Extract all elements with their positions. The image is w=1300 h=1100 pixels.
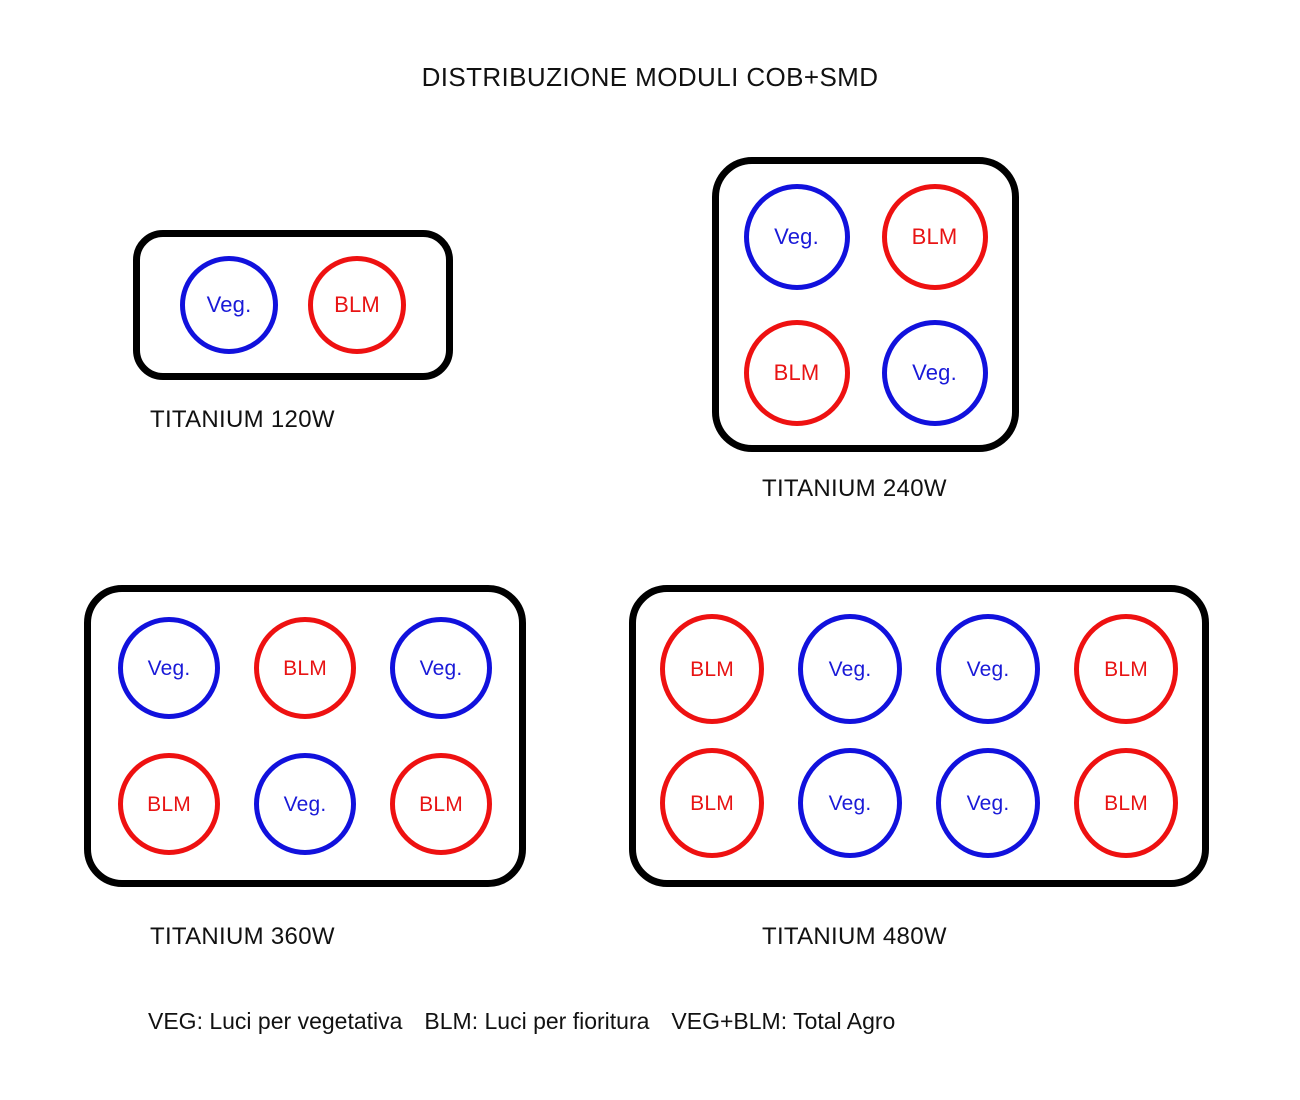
module-blm[interactable]: BLM: [1074, 614, 1178, 724]
module-blm[interactable]: BLM: [118, 753, 220, 855]
panel-titanium-120w: Veg. BLM TITANIUM 120W: [133, 230, 453, 433]
module-veg[interactable]: Veg.: [936, 614, 1040, 724]
module-blm[interactable]: BLM: [660, 614, 764, 724]
module-label: BLM: [773, 359, 820, 385]
module-label: BLM: [690, 791, 734, 815]
module-veg[interactable]: Veg.: [180, 256, 278, 354]
panel-caption-240w: TITANIUM 240W: [762, 475, 947, 502]
module-label: Veg.: [283, 792, 327, 816]
module-grid-240w: Veg. BLM BLM Veg.: [738, 178, 994, 432]
board-outline-240w: Veg. BLM BLM Veg.: [712, 157, 1019, 452]
module-veg[interactable]: Veg.: [390, 617, 492, 719]
legend-entry-total-agro: VEG+BLM: Total Agro: [671, 1008, 896, 1034]
module-veg[interactable]: Veg.: [936, 748, 1040, 858]
board-outline-480w: BLM Veg. Veg. BLM BLM Veg. Veg.: [629, 585, 1209, 887]
legend: VEG: Luci per vegetativa BLM: Luci per f…: [148, 1008, 895, 1035]
module-blm[interactable]: BLM: [254, 617, 356, 719]
panel-titanium-240w: Veg. BLM BLM Veg. TITANIUM 240W: [712, 157, 1019, 502]
module-label: BLM: [147, 792, 191, 816]
module-label: Veg.: [828, 791, 872, 815]
module-label: BLM: [690, 657, 734, 681]
module-grid-120w: Veg. BLM: [177, 256, 409, 354]
module-label: BLM: [283, 656, 327, 680]
page-title: DISTRIBUZIONE MODULI COB+SMD: [421, 62, 879, 92]
module-label: BLM: [1104, 791, 1148, 815]
module-label: Veg.: [966, 791, 1010, 815]
panel-titanium-360w: Veg. BLM Veg. BLM Veg. BLM TITANIUM: [84, 585, 526, 950]
legend-entry-veg: VEG: Luci per vegetativa: [148, 1008, 403, 1034]
panel-caption-360w: TITANIUM 360W: [150, 923, 335, 950]
module-label: Veg.: [147, 656, 191, 680]
panel-caption-120w: TITANIUM 120W: [150, 406, 335, 433]
module-veg[interactable]: Veg.: [254, 753, 356, 855]
module-label: BLM: [419, 792, 463, 816]
module-grid-480w: BLM Veg. Veg. BLM BLM Veg. Veg.: [646, 608, 1192, 864]
board-outline-360w: Veg. BLM Veg. BLM Veg. BLM: [84, 585, 526, 887]
module-blm[interactable]: BLM: [390, 753, 492, 855]
module-blm[interactable]: BLM: [308, 256, 406, 354]
panel-titanium-480w: BLM Veg. Veg. BLM BLM Veg. Veg.: [629, 585, 1209, 950]
module-label: Veg.: [206, 292, 252, 317]
module-label: Veg.: [966, 657, 1010, 681]
module-veg[interactable]: Veg.: [798, 748, 902, 858]
legend-entry-blm: BLM: Luci per fioritura: [424, 1008, 650, 1034]
module-label: Veg.: [419, 656, 463, 680]
module-label: Veg.: [828, 657, 872, 681]
module-veg[interactable]: Veg.: [798, 614, 902, 724]
panel-caption-480w: TITANIUM 480W: [762, 923, 947, 950]
module-blm[interactable]: BLM: [1074, 748, 1178, 858]
module-blm[interactable]: BLM: [743, 319, 850, 426]
module-blm[interactable]: BLM: [881, 183, 988, 290]
module-veg[interactable]: Veg.: [118, 617, 220, 719]
module-grid-360w: Veg. BLM Veg. BLM Veg. BLM: [107, 607, 503, 865]
module-label: Veg.: [774, 223, 819, 249]
module-veg[interactable]: Veg.: [881, 319, 988, 426]
module-label: Veg.: [912, 359, 957, 385]
module-label: BLM: [911, 223, 958, 249]
module-label: BLM: [1104, 657, 1148, 681]
module-veg[interactable]: Veg.: [743, 183, 850, 290]
module-label: BLM: [334, 292, 380, 317]
module-blm[interactable]: BLM: [660, 748, 764, 858]
board-outline-120w: Veg. BLM: [133, 230, 453, 380]
